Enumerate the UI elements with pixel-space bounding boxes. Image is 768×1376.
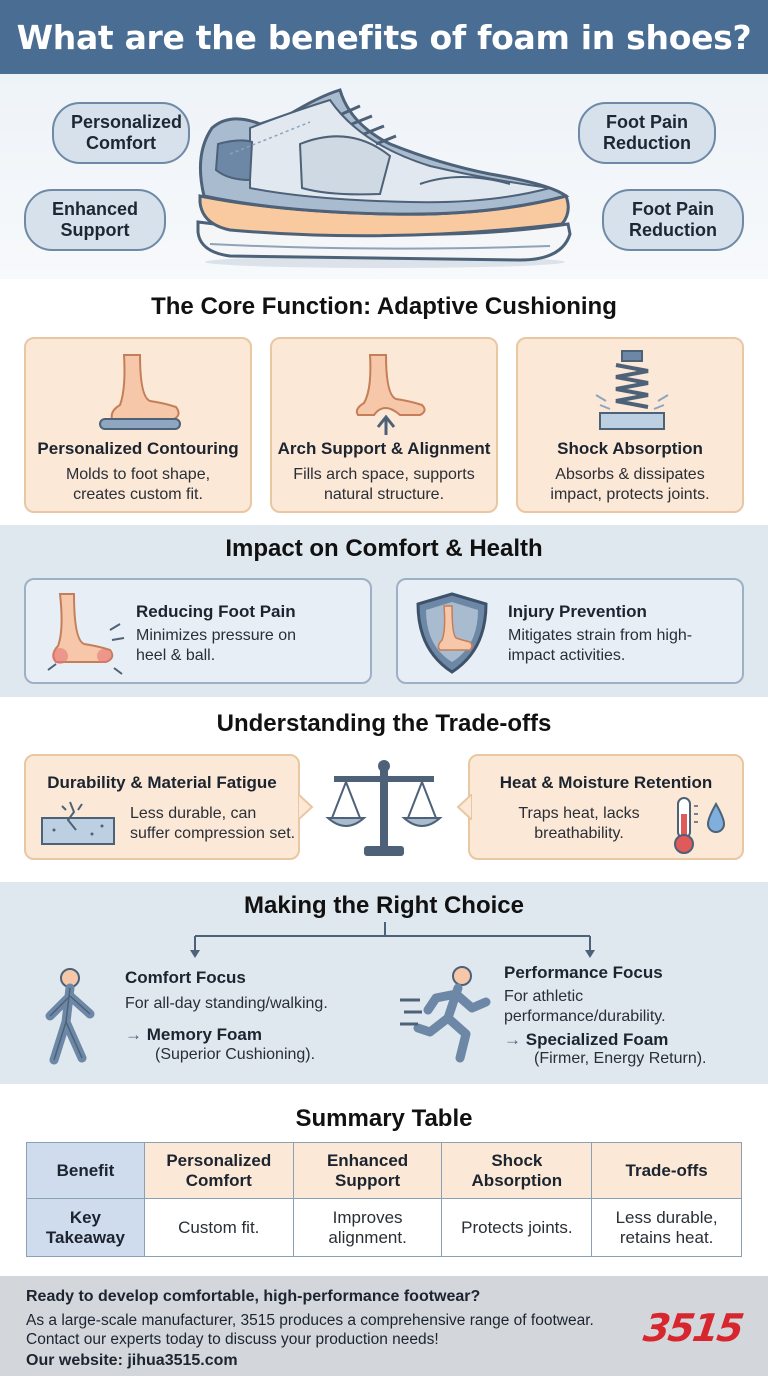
card-title: Reducing Foot Pain	[136, 602, 296, 621]
cracked-foam-icon	[41, 801, 115, 845]
sore-foot-icon	[47, 593, 125, 675]
page-header: What are the benefits of foam in shoes?	[0, 0, 768, 74]
running-shoe-illustration	[196, 88, 572, 268]
table-cell: Less durable,retains heat.	[591, 1198, 742, 1257]
card-title: Heat & Moisture Retention	[499, 773, 713, 792]
card-title: Personalized Contouring	[37, 439, 239, 458]
thermometer-drop-icon	[674, 797, 726, 854]
bubble-foot-pain-reduction-bottom: Foot Pain Reduction	[602, 189, 744, 251]
core-section-title: The Core Function: Adaptive Cushioning	[151, 293, 617, 320]
brand-logo: 3515	[640, 1306, 745, 1350]
performance-focus-recommendation: → Specialized Foam	[504, 1030, 669, 1049]
table-header-cell: Trade-offs	[591, 1142, 742, 1199]
running-person-icon	[400, 966, 491, 1063]
hero-section: Personalized Comfort Foot Pain Reduction…	[0, 74, 768, 279]
tradeoffs-section-title: Understanding the Trade-offs	[216, 710, 552, 737]
card-title: Durability & Material Fatigue	[47, 773, 277, 792]
choice-branch-connector	[190, 922, 595, 958]
bubble-enhanced-support: Enhanced Support	[24, 189, 166, 251]
comfort-focus-recommendation: → Memory Foam	[125, 1025, 262, 1044]
card-title: Injury Prevention	[508, 602, 647, 621]
comfort-focus-sub: (Superior Cushioning).	[155, 1046, 316, 1063]
shield-foot-icon	[416, 592, 488, 674]
card-personalized-contouring: Personalized Contouring Molds to foot sh…	[24, 337, 252, 513]
arrow-right-icon: →	[125, 1025, 142, 1044]
card-pointer	[456, 794, 472, 820]
card-reducing-foot-pain: Reducing Foot Pain Minimizes pressure on…	[24, 578, 372, 684]
card-heat-moisture: Heat & Moisture Retention Traps heat, la…	[456, 754, 744, 860]
card-desc: Mitigates strain from high-impact activi…	[508, 627, 693, 664]
bubble-foot-pain-reduction-top: Foot Pain Reduction	[578, 102, 716, 164]
arrow-right-icon: →	[504, 1030, 521, 1049]
footer-body: As a large-scale manufacturer, 3515 prod…	[26, 1312, 594, 1348]
impact-section-title: Impact on Comfort & Health	[225, 535, 543, 562]
bubble-personalized-comfort: Personalized Comfort	[52, 102, 190, 164]
balance-scale-icon	[325, 760, 443, 856]
card-arch-support: Arch Support & Alignment Fills arch spac…	[270, 337, 498, 513]
card-title: Shock Absorption	[557, 439, 703, 458]
table-header-cell: Benefit	[26, 1142, 145, 1199]
performance-focus-sub: (Firmer, Energy Return).	[534, 1050, 707, 1067]
card-title: Arch Support & Alignment	[277, 439, 491, 458]
arch-icon	[355, 354, 426, 435]
performance-focus-title: Performance Focus	[504, 963, 663, 982]
card-durability: Durability & Material Fatigue Less durab…	[24, 754, 314, 860]
foot-icon	[99, 354, 181, 430]
footer: Ready to develop comfortable, high-perfo…	[0, 1276, 768, 1376]
walking-person-icon	[45, 968, 95, 1065]
card-injury-prevention: Injury Prevention Mitigates strain from …	[396, 578, 744, 684]
card-desc: Molds to foot shape,creates custom fit.	[65, 466, 211, 503]
summary-section-title: Summary Table	[295, 1105, 473, 1132]
table-cell: Protects joints.	[441, 1198, 593, 1257]
footer-headline: Ready to develop comfortable, high-perfo…	[26, 1288, 481, 1305]
page-title: What are the benefits of foam in shoes?	[16, 17, 752, 57]
choice-section-title: Making the Right Choice	[243, 892, 524, 919]
footer-website-link[interactable]: Our website: jihua3515.com	[26, 1352, 238, 1369]
table-cell: Custom fit.	[143, 1198, 294, 1257]
choice-band	[0, 882, 768, 1084]
comfort-focus-title: Comfort Focus	[125, 968, 246, 987]
comfort-focus-desc: For all-day standing/walking.	[125, 995, 328, 1012]
spring-icon	[595, 350, 669, 430]
card-pointer	[298, 794, 314, 820]
